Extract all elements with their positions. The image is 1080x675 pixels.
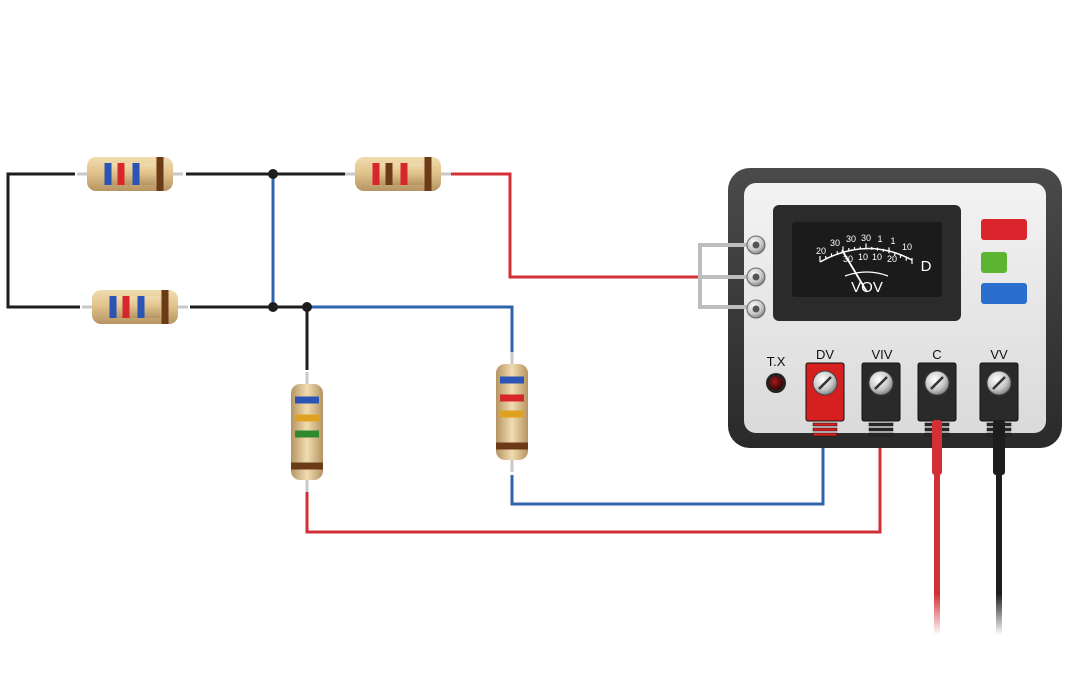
scale-top-4: 1 — [877, 234, 882, 244]
resistor-band-1 — [117, 163, 125, 185]
jack-3-hole — [752, 305, 760, 313]
terminal-grip — [812, 427, 838, 432]
resistor-top-right — [345, 157, 451, 191]
meter-scale-inner-arc — [844, 271, 889, 277]
resistor-band-1 — [122, 296, 130, 318]
terminal-screw-slot — [874, 376, 888, 390]
resistor-top-left — [77, 157, 183, 191]
wire-blue-to-dv — [510, 440, 825, 506]
resistors — [77, 157, 528, 492]
resistor-waist — [105, 163, 155, 185]
resistor-band-1 — [295, 414, 319, 422]
meter-display — [792, 222, 942, 297]
scale-bottom-1: 10 — [858, 252, 868, 262]
meter-needle — [841, 249, 868, 293]
resistor-band-3 — [424, 157, 432, 191]
terminal-label-dv: DV — [816, 347, 834, 362]
resistor-band-2 — [500, 410, 524, 418]
terminal-label-viv: VIV — [872, 347, 893, 362]
scale-top-5: 1 — [890, 236, 895, 246]
scale-top-0: 20 — [816, 246, 826, 256]
meter-side-jacks — [698, 235, 766, 319]
junctions — [268, 169, 312, 312]
terminal-label-c: C — [932, 347, 941, 362]
junction-bottom-right — [302, 302, 312, 312]
resistor-band-2 — [132, 163, 140, 185]
terminal-label-vv: VV — [990, 347, 1008, 362]
indicator-led-lens — [769, 376, 783, 390]
resistor-band-3 — [156, 157, 164, 191]
meter-mode: D — [921, 258, 932, 275]
probe-black-lead — [996, 470, 1002, 635]
green-button[interactable] — [981, 252, 1007, 273]
terminal-screw-slot — [818, 376, 832, 390]
wire-blue-to-resistor — [307, 305, 514, 355]
scale-top-3: 30 — [861, 233, 871, 243]
resistor-vertical-right — [496, 352, 528, 472]
terminals — [805, 362, 1019, 437]
scale-bottom-2: 10 — [872, 252, 882, 262]
resistor-band-3 — [496, 442, 528, 450]
terminal-grip — [868, 422, 894, 427]
red-button[interactable] — [981, 219, 1027, 240]
meter-scale-ticks — [819, 243, 913, 264]
resistor-waist — [373, 163, 423, 185]
blue-button[interactable] — [981, 283, 1027, 304]
resistor-band-2 — [295, 430, 319, 438]
probe-black-boot — [993, 420, 1005, 475]
meter-scale-top-labels: 20 30 30 30 1 1 10 — [816, 233, 912, 256]
resistor-band-0 — [372, 163, 380, 185]
wires — [6, 172, 882, 534]
jack-1-hole — [752, 241, 760, 249]
terminal-viv[interactable] — [861, 362, 901, 437]
meter-instrument: 20 30 30 30 1 1 10 30 10 10 20 VOV D — [698, 168, 1062, 448]
resistor-band-1 — [500, 394, 524, 402]
terminal-grip — [868, 432, 894, 437]
junction-top — [268, 169, 278, 179]
probe-leads — [932, 420, 1005, 635]
scale-bottom-0: 30 — [843, 254, 853, 264]
terminal-dv[interactable] — [805, 362, 845, 437]
jack-loop-wire — [698, 243, 755, 309]
scale-top-1: 30 — [830, 238, 840, 248]
jack-2-hole — [752, 273, 760, 281]
meter-name: VOV — [851, 279, 883, 296]
resistor-band-0 — [500, 376, 524, 384]
meter-buttons — [981, 219, 1027, 304]
scale-top-2: 30 — [846, 234, 856, 244]
wire-red-to-viv — [305, 440, 882, 534]
resistor-band-2 — [400, 163, 408, 185]
resistor-band-0 — [295, 396, 319, 404]
probe-red-lead — [934, 470, 940, 635]
terminal-screw-slot — [992, 376, 1006, 390]
resistor-vertical-left — [291, 372, 323, 492]
junction-bottom-left — [268, 302, 278, 312]
meter-scale-bottom-labels: 30 10 10 20 — [843, 252, 897, 264]
resistor-band-3 — [291, 462, 323, 470]
resistor-waist — [110, 296, 160, 318]
wire-black-left-loop — [6, 172, 80, 309]
indicator-label: T.X — [767, 354, 786, 369]
scale-bottom-3: 20 — [887, 254, 897, 264]
resistor-band-3 — [161, 290, 169, 324]
terminal-grip — [868, 427, 894, 432]
resistor-band-0 — [109, 296, 117, 318]
resistor-band-2 — [137, 296, 145, 318]
resistor-band-1 — [385, 163, 393, 185]
terminal-grip — [812, 432, 838, 437]
terminal-screw-slot — [930, 376, 944, 390]
scale-top-6: 10 — [902, 242, 912, 252]
resistor-bottom-left — [82, 290, 188, 324]
resistor-band-0 — [104, 163, 112, 185]
wire-red-to-meter — [450, 172, 700, 279]
probe-red-boot — [932, 420, 942, 475]
terminal-grip — [812, 422, 838, 427]
